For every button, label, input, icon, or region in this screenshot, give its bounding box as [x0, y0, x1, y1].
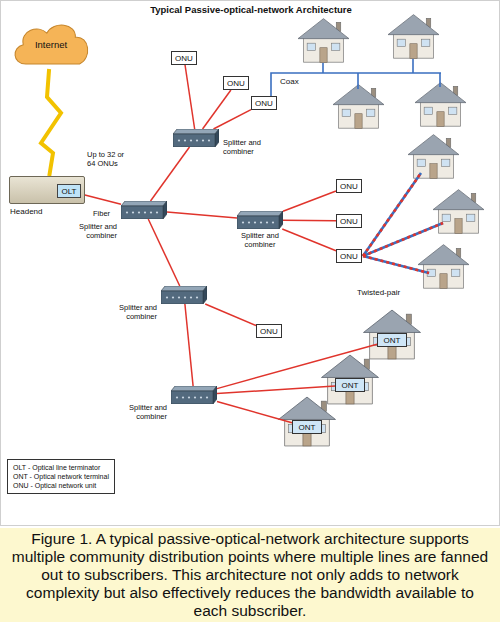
fiber-line	[282, 229, 336, 251]
twisted-pair-wire	[363, 173, 443, 273]
headend-device: HeadendOLT	[9, 176, 85, 204]
ont-box: ONT	[377, 333, 407, 347]
fiber-line	[217, 386, 335, 394]
fiber-line	[283, 220, 336, 222]
onu-box: ONU	[223, 76, 249, 90]
legend-text: OLT - Optical line terminator	[13, 463, 100, 472]
title: Typical Passive-optical-network Architec…	[1, 4, 500, 15]
splitter-combiner: Splitter and combiner	[161, 286, 207, 304]
house	[418, 245, 469, 289]
node-text: ONU	[340, 252, 358, 261]
caption: Figure 1. A typical passive-optical-netw…	[0, 528, 500, 622]
fiber-line	[217, 344, 377, 388]
fiber-line	[185, 65, 195, 129]
twisted-pair-wire	[363, 173, 443, 273]
fiber-line	[185, 304, 193, 386]
ont-box: ONT	[292, 420, 322, 434]
onu-box: ONU	[336, 214, 362, 228]
splitter-combiner: Splitter and combiner	[173, 129, 219, 147]
house	[388, 15, 439, 59]
fiber-line	[151, 147, 190, 201]
lightning-link	[41, 69, 61, 176]
house	[321, 355, 378, 404]
fiber-line	[213, 110, 251, 129]
onu-box: ONU	[256, 324, 282, 338]
coax-wire	[357, 73, 359, 89]
coax-wire	[271, 73, 441, 96]
house	[433, 190, 484, 234]
legend-box: OLT - Optical line terminatorONT - Optic…	[7, 459, 115, 494]
label: Twisted-pair	[357, 288, 417, 297]
fiber-line	[217, 402, 292, 423]
ont-box: ONT	[335, 378, 365, 392]
legend-text: ONT - Optical network terminal	[13, 472, 109, 481]
node-text: Splitter and combiner	[115, 404, 167, 421]
house	[298, 19, 349, 63]
label: Fiber	[93, 210, 123, 219]
node-text: Headend	[10, 208, 80, 217]
node-text: ONU	[227, 79, 245, 88]
house	[408, 135, 459, 179]
node-text: ONU	[175, 54, 193, 63]
node-text: ONU	[340, 182, 358, 191]
illustration	[1, 1, 500, 527]
splitter-device	[237, 211, 283, 229]
twisted-pair-wire	[363, 173, 443, 273]
node-text: ONT	[384, 336, 401, 345]
olt-box: OLT	[57, 184, 81, 198]
houses-twisted-pair	[408, 135, 484, 289]
node-text: Splitter and combiner	[234, 232, 286, 249]
fiber-line	[205, 304, 256, 325]
legend-entry: OLT - Optical line terminator	[13, 463, 109, 472]
node-text: ONT	[299, 423, 316, 432]
node-layer: InternetHeadendOLTONUONUONUSplitter and …	[1, 1, 500, 527]
node-text: OLT	[62, 187, 77, 196]
house	[415, 83, 466, 127]
splitter-device	[121, 201, 167, 219]
node-text: ONT	[342, 381, 359, 390]
node-text: ONU	[260, 327, 278, 336]
fiber-line	[283, 191, 336, 211]
legend-text: ONU - Optical network unit	[13, 481, 96, 490]
coax-wire	[322, 63, 324, 73]
coax-wire	[271, 59, 441, 96]
houses-ont	[278, 310, 420, 446]
splitter-device	[171, 386, 217, 404]
splitter-combiner: Splitter and combiner	[121, 201, 167, 219]
connector-layer	[1, 1, 500, 527]
onu-box: ONU	[336, 249, 362, 263]
fiber-line	[148, 219, 180, 286]
onu-box: ONU	[251, 96, 277, 110]
fiber-line	[81, 194, 121, 204]
node-text: Splitter and combiner	[223, 139, 275, 156]
house	[333, 85, 384, 129]
fiber-line	[203, 90, 231, 129]
internet-cloud: Internet	[9, 19, 93, 69]
coax-wire	[412, 59, 414, 73]
splitter-combiner: Splitter and combiner	[171, 386, 217, 404]
node-text: Splitter and combiner	[105, 304, 157, 321]
coax-wire	[439, 73, 441, 87]
legend-entry: ONU - Optical network unit	[13, 481, 109, 490]
node-text: Internet	[35, 39, 67, 50]
splitter-device	[173, 129, 219, 147]
node-text: Splitter and combiner	[65, 223, 117, 240]
house	[363, 310, 420, 359]
houses-coax	[298, 15, 466, 129]
splitter-combiner: Splitter and combiner	[237, 211, 283, 229]
legend-entry: ONT - Optical network terminal	[13, 472, 109, 481]
onu-box: ONU	[171, 51, 197, 65]
fiber-line	[167, 212, 237, 218]
splitter-device	[161, 286, 207, 304]
label: Up to 32 or 64 ONUs	[87, 151, 131, 168]
diagram-area: Typical Passive-optical-network Architec…	[0, 0, 500, 526]
label: Coax	[280, 77, 310, 86]
node-text: ONU	[340, 217, 358, 226]
onu-box: ONU	[336, 179, 362, 193]
node-text: ONU	[255, 99, 273, 108]
